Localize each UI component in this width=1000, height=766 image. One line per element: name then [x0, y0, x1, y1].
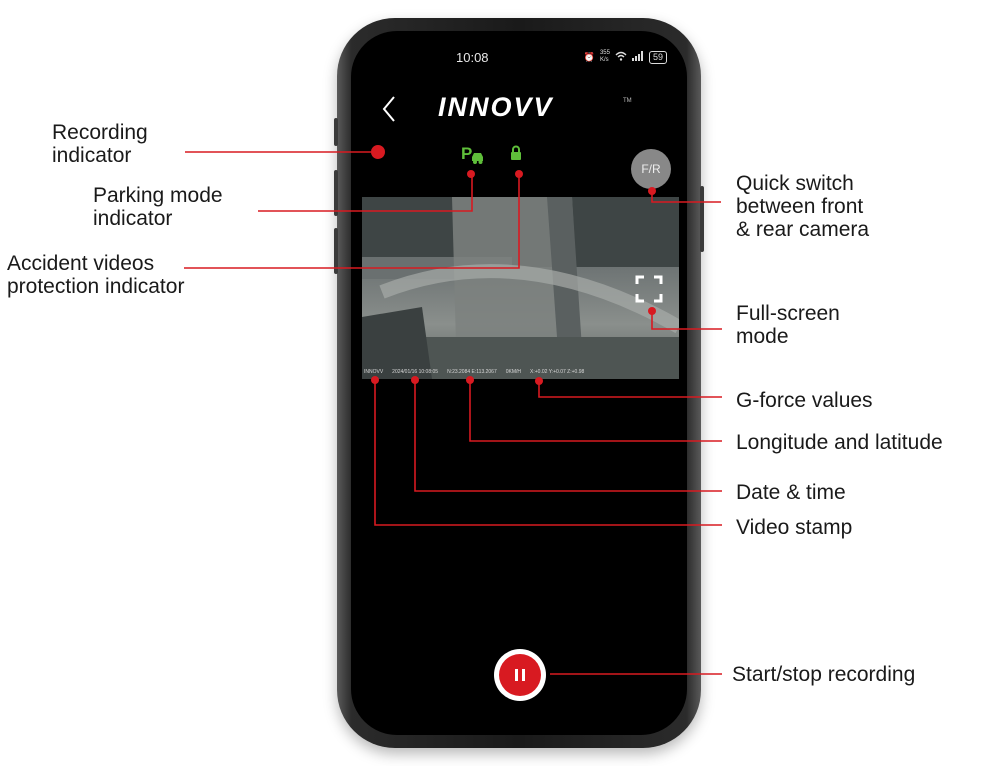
- front-rear-switch-button[interactable]: F/R: [631, 149, 671, 189]
- status-time: 10:08: [456, 50, 489, 65]
- phone-side-button-left-top: [334, 118, 338, 146]
- dot-video-stamp: [371, 376, 379, 384]
- fullscreen-icon[interactable]: [635, 275, 663, 308]
- label-line: mode: [736, 325, 789, 348]
- dot-accident: [515, 170, 523, 178]
- line-accident: [184, 176, 520, 269]
- label-line: protection indicator: [7, 275, 185, 298]
- signal-icon: [631, 51, 644, 63]
- dot-datetime: [411, 376, 419, 384]
- app-brand-logo: INNOVV: [438, 92, 554, 122]
- dot-parking: [467, 170, 475, 178]
- label-fullscreen-mode: Full-screen mode: [736, 302, 840, 348]
- dot-quick-switch: [648, 187, 656, 195]
- dot-fullscreen: [648, 307, 656, 315]
- alarm-icon: ⏰: [583, 51, 595, 62]
- dot-longitude: [466, 376, 474, 384]
- stamp-datetime: 2024/01/16 10:08:05: [392, 369, 439, 375]
- label-quick-switch: Quick switch between front & rear camera: [736, 172, 869, 241]
- battery-indicator: 59: [648, 50, 667, 64]
- label-start-stop: Start/stop recording: [732, 663, 916, 686]
- stamp-gps: N:23.2084 E:113.2067: [447, 369, 497, 375]
- label-video-stamp: Video stamp: [736, 516, 853, 539]
- recording-indicator: [371, 145, 385, 159]
- dot-gforce: [535, 377, 543, 385]
- line-fullscreen: [651, 313, 722, 330]
- line-video-stamp: [374, 382, 722, 526]
- label-line: & rear camera: [736, 218, 870, 241]
- label-line: between front: [736, 195, 864, 218]
- svg-text:P: P: [461, 144, 472, 163]
- net-speed-value: 355: [599, 50, 610, 56]
- phone-side-button-left-2: [334, 228, 338, 274]
- line-gforce: [538, 383, 722, 398]
- label-line: Quick switch: [736, 172, 854, 195]
- line-datetime: [414, 381, 722, 492]
- label-line: Accident videos: [7, 252, 155, 275]
- line-parking: [258, 176, 473, 212]
- back-chevron-icon[interactable]: [381, 95, 397, 128]
- label-line: Parking mode: [93, 184, 223, 207]
- pause-icon: [499, 654, 541, 696]
- parking-car-icon: P: [461, 143, 485, 170]
- label-accident-indicator: Accident videos protection indicator: [7, 252, 184, 298]
- line-longitude: [469, 383, 722, 442]
- status-icons: ⏰ 355 K/s 59: [584, 50, 667, 64]
- label-longitude: Longitude and latitude: [736, 431, 943, 454]
- label-line: Recording: [52, 121, 148, 144]
- line-quick-switch: [651, 194, 721, 203]
- video-stamp-overlay: INNOVV 2024/01/16 10:08:05 N:23.2084 E:1…: [364, 369, 584, 375]
- label-line: indicator: [93, 207, 173, 230]
- lock-icon: [510, 145, 522, 166]
- label-parking-indicator: Parking mode indicator: [93, 184, 223, 230]
- label-line: Full-screen: [736, 302, 840, 325]
- trademark-mark: TM: [623, 98, 632, 104]
- stamp-gforce: X:+0.02 Y:+0.07 Z:+0.98: [530, 369, 585, 375]
- label-datetime: Date & time: [736, 481, 846, 504]
- stamp-speed: 0KM/H: [505, 369, 522, 375]
- phone-side-button-right: [700, 186, 704, 252]
- wifi-icon: [615, 51, 627, 63]
- start-stop-recording-button[interactable]: [494, 649, 546, 701]
- stamp-brand: INNOVV: [364, 369, 384, 375]
- net-speed-unit: K/s: [599, 57, 609, 63]
- phone-screen: 10:08 ⏰ 355 K/s 59 INNOVV TM P F/R: [351, 31, 687, 735]
- phone-side-button-left-1: [334, 170, 338, 216]
- label-gforce: G-force values: [736, 389, 873, 412]
- label-line: indicator: [52, 144, 132, 167]
- camera-video-feed: INNOVV 2024/01/16 10:08:05 N:23.2084 E:1…: [362, 197, 679, 379]
- video-scene: [362, 197, 679, 379]
- net-speed: 355 K/s: [600, 50, 610, 64]
- label-recording-indicator: Recording indicator: [52, 121, 148, 167]
